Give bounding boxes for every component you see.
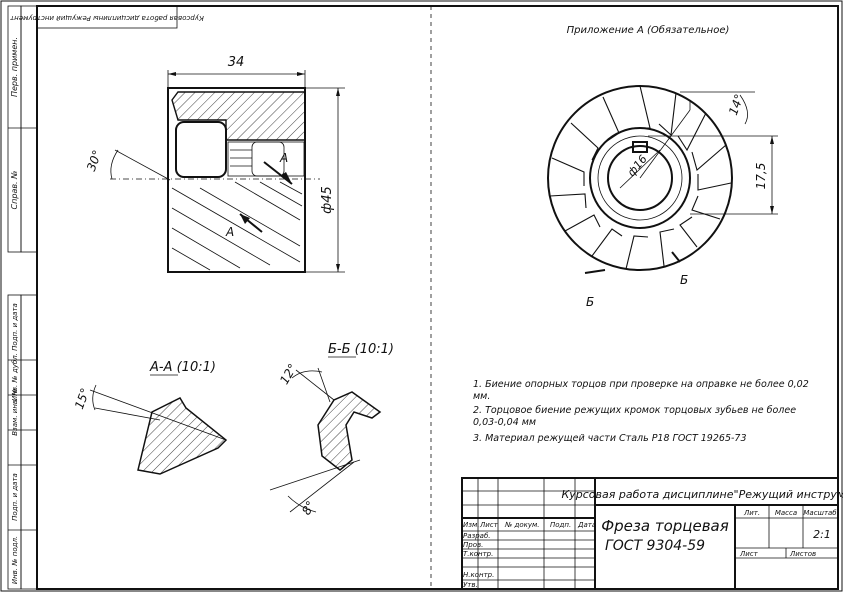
section-a-title: А-А (10:1) [149, 360, 216, 375]
dim-section-b-12: 12° [277, 361, 300, 386]
note-2b: 0,03-0,04 мм [473, 417, 536, 428]
dim-width-34: 34 [228, 55, 245, 70]
cell-sheet: Лист [739, 550, 759, 558]
title-name-line2: ГОСТ 9304-59 [605, 538, 705, 554]
note-3: 3. Материал режущей части Сталь Р18 ГОСТ… [473, 433, 747, 444]
note-1b: мм. [473, 391, 490, 402]
strip-label-perv: Перв. примен. [10, 37, 19, 97]
dim-section-a-15: 15° [72, 386, 92, 411]
title-block: Курсовая работа дисциплине"Режущий инстр… [461, 477, 843, 590]
dim-diameter-45: ф45 [320, 186, 335, 214]
dim-section-b-8: 8° [299, 499, 318, 518]
appendix-title: Приложение А (Обязательное) [567, 24, 730, 36]
row-razrab: Разраб. [463, 532, 491, 540]
row-nkontr: Н.контр. [463, 571, 494, 579]
cell-mass: Масса [775, 509, 797, 517]
col-list: Лист [479, 521, 499, 529]
strip-label-podp2: Подп. и дата [11, 473, 19, 521]
section-mark-b-right: Б [680, 273, 688, 287]
top-stamp: Курсовая работа дисциплины Режущий инстр… [9, 5, 204, 29]
strip-label-vzam: Взам. инв. № [11, 388, 19, 436]
section-a-view: А-А (10:1) 15° [72, 360, 228, 475]
dim-bore-16: ф16 [625, 153, 650, 179]
notes: 1. Биение опорных торцов при проверке на… [473, 379, 809, 444]
section-mark-a-lower: А [225, 225, 234, 239]
row-tkontr: Т.контр. [463, 550, 493, 558]
section-mark-a-upper: А [279, 151, 288, 165]
col-data: Дата [577, 521, 596, 529]
title-course: Курсовая работа дисциплине"Режущий инстр… [561, 488, 843, 501]
cell-sheets: Листов [789, 550, 816, 558]
strip-label-podp1: Подп. и дата [11, 303, 19, 351]
dim-tooth-angle-14: 14° [726, 92, 746, 117]
strip-label-sprav: Справ. № [10, 171, 19, 210]
strip-label-podl: Инв. № подл. [11, 536, 19, 584]
dim-key-17-5: 17,5 [754, 163, 768, 190]
side-strip: Перв. примен. Справ. № Подп. и дата Инв.… [7, 5, 38, 590]
cell-scale: 2:1 [813, 528, 831, 541]
dim-angle-30: 30° [84, 148, 104, 173]
section-mark-b-left: Б [586, 295, 594, 309]
note-1a: 1. Биение опорных торцов при проверке на… [473, 379, 809, 390]
top-stamp-text: Курсовая работа дисциплины Режущий инстр… [9, 14, 204, 22]
strip-label-dubl: Инв. № дубл. [11, 353, 19, 401]
side-view: 34 ф45 30° А А [84, 55, 345, 273]
col-podp: Подп. [550, 521, 571, 529]
row-utv: Утв. [463, 581, 478, 589]
col-doc: № докум. [504, 521, 540, 529]
end-view: 14° 17,5 ф16 Б Б [547, 85, 778, 309]
col-izm: Изм. [463, 521, 479, 529]
note-2a: 2. Торцовое биение режущих кромок торцов… [473, 405, 796, 416]
section-b-view: Б-Б (10:1) 12° 8° [269, 342, 394, 518]
row-prov: Пров. [463, 541, 483, 549]
section-b-title: Б-Б (10:1) [328, 342, 394, 357]
cell-scale-label: Масштаб [803, 509, 837, 517]
title-name-line1: Фреза торцевая [601, 517, 729, 535]
cell-lit: Лит. [743, 509, 760, 517]
drawing-frame [36, 5, 839, 590]
